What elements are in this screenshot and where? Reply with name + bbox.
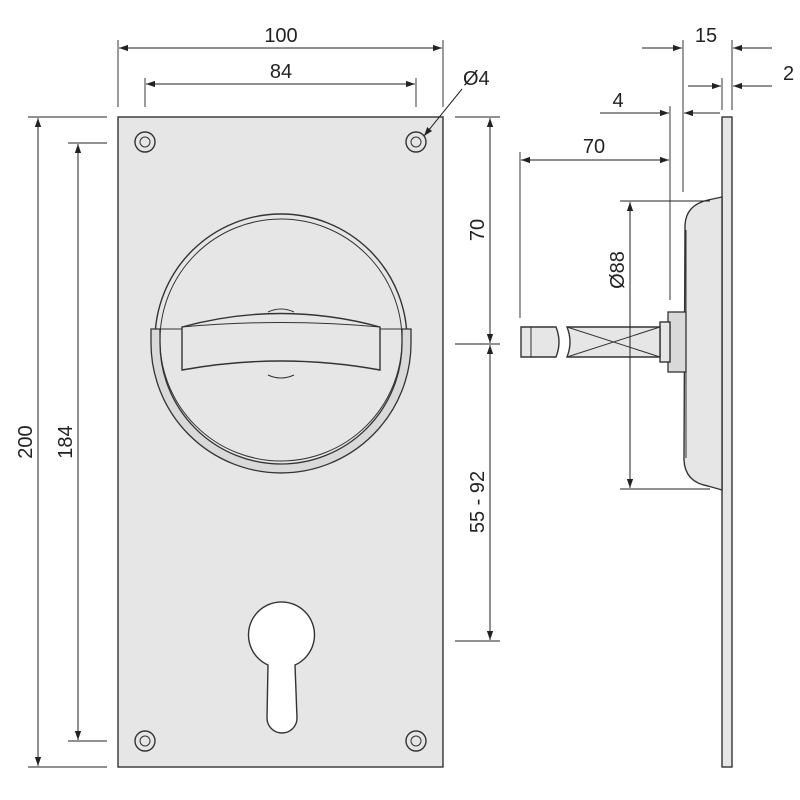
- ring-lever: [181, 312, 381, 371]
- cylinder-cutout: [247, 601, 316, 734]
- dim-hole-spacing-vertical: 184: [55, 425, 77, 458]
- dim-hole-spacing-horizontal: 84: [270, 61, 292, 83]
- dimension-labels: 100 84 Ø4 200 184 70 55 - 92 15 2 4 70 Ø…: [15, 25, 794, 533]
- mounting-hole-bottom-left: [134, 730, 156, 752]
- side-view: [520, 116, 733, 768]
- mounting-hole-top-right: [405, 131, 427, 153]
- dimension-lines: [28, 40, 772, 768]
- mounting-hole-bottom-right: [405, 730, 427, 752]
- flush-ring: [150, 328, 412, 474]
- dim-side-depth: 15: [695, 25, 717, 47]
- dim-rose-diameter: Ø88: [607, 251, 629, 289]
- dim-plate-width: 100: [264, 25, 297, 47]
- hub: [667, 311, 687, 373]
- spindle-collar: [659, 321, 671, 363]
- rose-profile: [683, 196, 723, 491]
- mounting-hole-top-left: [134, 131, 156, 153]
- plate-edge: [721, 116, 733, 768]
- square-spindle: [520, 326, 661, 358]
- dim-rose-offset: 4: [612, 90, 623, 112]
- dim-center-to-cylinder: 55 - 92: [467, 471, 489, 533]
- dim-plate-thickness: 2: [783, 63, 794, 85]
- front-view: [117, 116, 444, 768]
- dim-hole-diameter: Ø4: [463, 68, 490, 90]
- dim-top-to-center: 70: [467, 219, 489, 241]
- dim-plate-height: 200: [15, 425, 37, 458]
- dim-spindle-length: 70: [583, 136, 605, 158]
